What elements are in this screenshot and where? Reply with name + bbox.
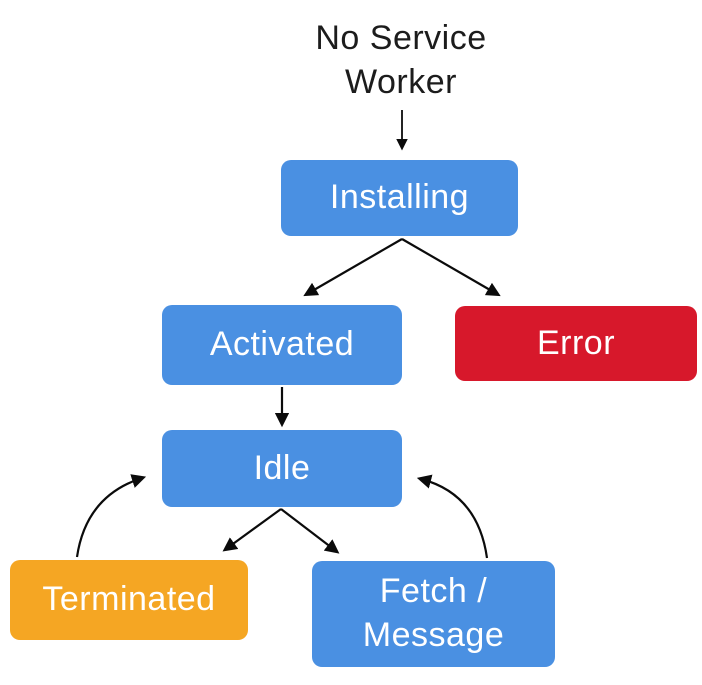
arrow-fetch-message-to-idle: [416, 474, 489, 559]
node-installing: Installing: [281, 160, 518, 236]
arrow-installing-to-activated: [303, 238, 403, 297]
node-idle: Idle: [162, 430, 402, 507]
start-state-label: No Service Worker: [315, 19, 487, 102]
arrow-installing-to-error: [401, 238, 501, 297]
arrow-idle-to-terminated: [222, 508, 282, 552]
node-fetch-message: Fetch / Message: [312, 561, 555, 667]
node-error: Error: [455, 306, 697, 381]
arrow-idle-to-fetch-message: [280, 508, 340, 554]
node-terminated: Terminated: [10, 560, 248, 640]
node-activated: Activated: [162, 305, 402, 385]
arrow-terminated-to-idle: [75, 474, 147, 558]
